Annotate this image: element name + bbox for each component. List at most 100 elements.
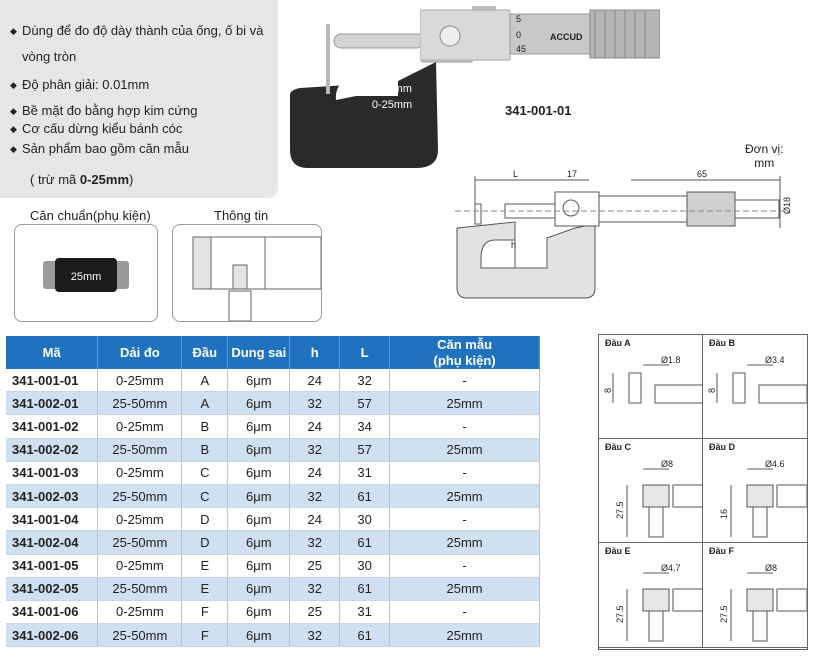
info-caption: Thông tin bbox=[214, 208, 269, 223]
dim-65: 65 bbox=[697, 169, 707, 179]
bullet-icon: ◆ bbox=[10, 144, 17, 154]
cell-range: 25-50mm bbox=[97, 530, 183, 555]
bullet-icon: ◆ bbox=[10, 80, 17, 90]
cell-range: 25-50mm bbox=[97, 438, 183, 462]
frame-resolution-text: 0.01mm bbox=[372, 83, 412, 95]
cell-h: 32 bbox=[289, 623, 341, 648]
head-title: Đầu C bbox=[605, 442, 632, 452]
cell-tolerance: 6μm bbox=[227, 530, 291, 555]
cell-code: 341-001-01 bbox=[6, 369, 99, 393]
cell-standard: - bbox=[389, 369, 540, 393]
col-header-L: L bbox=[339, 336, 391, 369]
head-length: 27.5 bbox=[615, 501, 625, 519]
cell-range: 0-25mm bbox=[97, 461, 183, 485]
cell-standard: - bbox=[389, 461, 540, 485]
cell-range: 0-25mm bbox=[97, 369, 183, 393]
cell-L: 31 bbox=[339, 461, 391, 485]
standard-caption: Căn chuẩn(phụ kiện) bbox=[30, 208, 151, 223]
cell-tolerance: 6μm bbox=[227, 554, 291, 578]
cell-L: 61 bbox=[339, 577, 391, 601]
cell-head: C bbox=[181, 484, 229, 509]
col-header-tolerance: Dung sai bbox=[227, 336, 291, 369]
cell-range: 0-25mm bbox=[97, 414, 183, 439]
cell-L: 30 bbox=[339, 554, 391, 578]
cell-L: 61 bbox=[339, 530, 391, 555]
head-length: 8 bbox=[603, 388, 613, 393]
cell-h: 32 bbox=[289, 484, 341, 509]
info-panel bbox=[172, 224, 322, 322]
head-title: Đầu A bbox=[605, 338, 631, 348]
cell-head: A bbox=[181, 369, 229, 393]
cell-head: A bbox=[181, 391, 229, 416]
cell-code: 341-002-01 bbox=[6, 391, 99, 416]
cell-L: 57 bbox=[339, 391, 391, 416]
cell-standard: - bbox=[389, 554, 540, 578]
head-diameter: Ø8 bbox=[765, 563, 777, 573]
cell-standard: 25mm bbox=[389, 623, 540, 648]
dim-diameter: Ø18 bbox=[782, 197, 792, 214]
cell-code: 341-002-04 bbox=[6, 530, 99, 555]
cell-standard: 25mm bbox=[389, 484, 540, 509]
brand-logo: ACCUD bbox=[550, 32, 583, 42]
head-diameter: Ø8 bbox=[661, 459, 673, 469]
col-header-standard: Căn mẫu(phụ kiện) bbox=[389, 336, 540, 369]
cell-L: 31 bbox=[339, 600, 391, 625]
cell-code: 341-001-04 bbox=[6, 507, 99, 532]
col-header-code: Mã bbox=[6, 336, 99, 369]
info-illustration bbox=[192, 236, 322, 322]
cell-tolerance: 6μm bbox=[227, 414, 291, 439]
micrometer-barrel-photo: 5 0 45 ACCUD bbox=[420, 9, 660, 61]
head-diameter: Ø3.4 bbox=[765, 355, 785, 365]
head-title: Đầu E bbox=[605, 546, 631, 556]
feature-item: ◆Độ phân giải: 0.01mm bbox=[10, 77, 150, 92]
head-diameter: Ø4.6 bbox=[765, 459, 785, 469]
cell-range: 25-50mm bbox=[97, 484, 183, 509]
cell-standard: - bbox=[389, 507, 540, 532]
cell-standard: 25mm bbox=[389, 530, 540, 555]
head-drawing: Ø4.727.5 bbox=[615, 563, 703, 642]
col-header-head: Đầu bbox=[181, 336, 229, 369]
cell-head: E bbox=[181, 554, 229, 578]
cell-code: 341-002-05 bbox=[6, 577, 99, 601]
cell-standard: 25mm bbox=[389, 391, 540, 416]
cell-code: 341-002-02 bbox=[6, 438, 99, 462]
head-length: 27.5 bbox=[615, 605, 625, 623]
cell-h: 24 bbox=[289, 369, 341, 393]
cell-range: 0-25mm bbox=[97, 600, 183, 625]
cell-tolerance: 6μm bbox=[227, 369, 291, 393]
model-number: 341-001-01 bbox=[505, 103, 572, 118]
table-header-row: Mã Dải đo Đầu Dung sai h L Căn mẫu(phụ k… bbox=[6, 336, 540, 369]
cell-L: 30 bbox=[339, 507, 391, 532]
cell-head: B bbox=[181, 438, 229, 462]
cell-tolerance: 6μm bbox=[227, 600, 291, 625]
dim-17: 17 bbox=[567, 169, 577, 179]
head-length: 16 bbox=[719, 509, 729, 519]
dim-h: h bbox=[511, 240, 516, 250]
cell-tolerance: 6μm bbox=[227, 484, 291, 509]
cell-range: 25-50mm bbox=[97, 391, 183, 416]
cell-h: 25 bbox=[289, 600, 341, 625]
cell-tolerance: 6μm bbox=[227, 507, 291, 532]
cell-L: 32 bbox=[339, 369, 391, 393]
cell-h: 32 bbox=[289, 530, 341, 555]
unit-label: Đơn vị: mm bbox=[745, 142, 784, 170]
setting-standard-illustration: 25mm bbox=[43, 258, 129, 292]
cell-head: D bbox=[181, 507, 229, 532]
head-cell: Đầu C Ø8 27.5 bbox=[598, 438, 704, 544]
features-box: ◆Dùng để đo độ dày thành của ống, ố bi v… bbox=[0, 0, 278, 198]
cell-code: 341-001-06 bbox=[6, 600, 99, 625]
bullet-icon: ◆ bbox=[10, 106, 17, 116]
feature-item: ◆Cơ cấu dừng kiểu bánh cóc bbox=[10, 121, 183, 136]
cell-tolerance: 6μm bbox=[227, 438, 291, 462]
technical-drawing: L 17 65 Ø18 h bbox=[455, 169, 792, 299]
feature-item: ◆Dùng để đo độ dày thành của ống, ố bi v… bbox=[10, 23, 264, 38]
